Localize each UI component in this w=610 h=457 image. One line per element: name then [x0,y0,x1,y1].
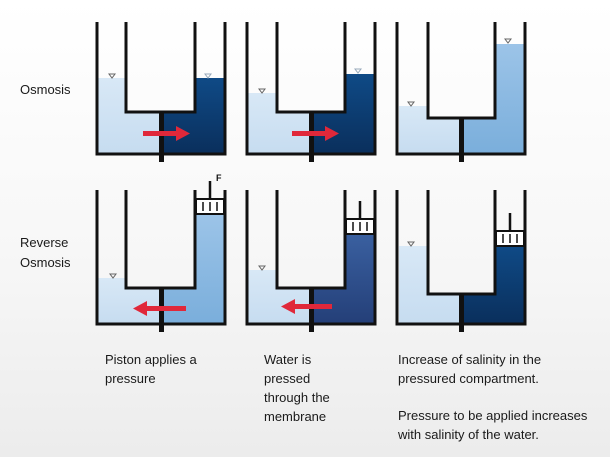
saline-water-right [461,246,524,324]
caption-piston-applies-pressure: Piston applies a pressure [105,352,197,386]
saline-water-right [311,234,374,324]
flow-arrow-left [133,301,186,316]
membrane [309,112,314,162]
fresh-water-left [248,93,311,154]
reverse-osmosis-row-label: Reverse Osmosis [20,235,71,270]
osmosis-row-label: Osmosis [20,82,71,97]
membrane [459,294,464,332]
fresh-water-left [98,278,161,324]
panel-reverse-3 [395,190,527,332]
panel-osmosis-2 [245,22,377,162]
caption-pressure-increases-with-salinity: Pressure to be applied increases with sa… [398,408,588,442]
saline-water-right [161,78,224,154]
level-marker-left [258,265,266,271]
level-marker-left [407,101,415,107]
flow-arrow-right [292,126,339,141]
level-marker-right [354,68,362,74]
fresh-water-left [248,270,311,324]
level-marker-left [109,273,117,279]
fresh-water-left [98,78,161,154]
saline-water-right [311,74,374,154]
caption-increase-of-salinity: Increase of salinity in the pressured co… [398,352,542,386]
panel-reverse-1: F [95,173,227,332]
piston [495,213,525,247]
membrane [309,288,314,332]
piston [195,181,225,215]
caption-water-pressed-through-membrane: Water is pressed through the membrane [264,352,330,424]
membrane [159,112,164,162]
level-marker-right [504,38,512,44]
brackish-water-right [161,214,224,324]
level-marker-right [204,73,212,79]
flow-arrow-left [281,299,332,314]
fresh-water-left [399,106,461,154]
force-symbol: F [216,173,222,183]
piston [345,201,375,235]
flow-arrow-right [143,126,190,141]
level-marker-left [258,88,266,94]
brackish-water-right [461,44,524,154]
membrane [459,118,464,162]
level-marker-left [407,241,415,247]
fresh-water-left [399,246,461,324]
panel-reverse-2 [245,190,377,332]
panel-osmosis-1 [95,22,227,162]
panel-osmosis-3 [395,22,527,162]
level-marker-left [108,73,116,79]
